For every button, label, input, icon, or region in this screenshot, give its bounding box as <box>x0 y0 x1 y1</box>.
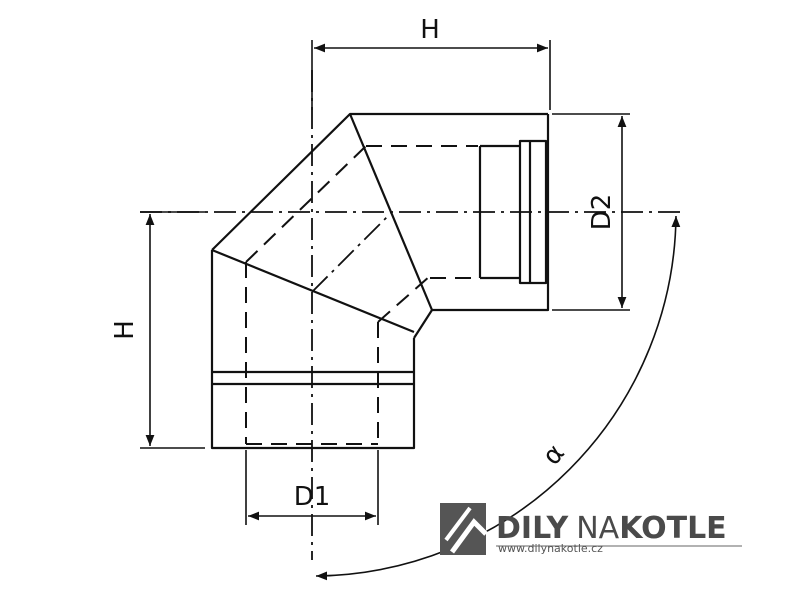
label-left-h: H <box>110 320 140 340</box>
hidden-diag-left <box>245 145 367 263</box>
label-top-h: H <box>420 15 440 45</box>
lower-joint-edge <box>413 309 433 339</box>
logo-brand-kotle: KOTLE <box>619 511 726 546</box>
dimension-lines <box>140 40 681 581</box>
center-lines <box>140 70 680 560</box>
logo-brand-na: NA <box>576 511 619 546</box>
bend-axis <box>311 211 393 293</box>
elbow-outline <box>210 112 550 450</box>
hidden-diag-right <box>377 275 431 323</box>
label-angle: α <box>537 439 571 471</box>
label-d1: D1 <box>294 482 331 512</box>
logo-mark-stripe-icon <box>444 506 472 542</box>
logo-brand-dily: DILY <box>496 511 570 546</box>
logo-url: www.dilynakotle.cz <box>498 542 603 555</box>
middle-segment-top <box>211 112 548 251</box>
hidden-lines <box>245 145 478 445</box>
angle-arc <box>315 215 681 581</box>
logo-mark-k-icon <box>449 518 488 554</box>
lower-segment-outline <box>210 250 416 450</box>
label-d2: D2 <box>587 194 617 231</box>
